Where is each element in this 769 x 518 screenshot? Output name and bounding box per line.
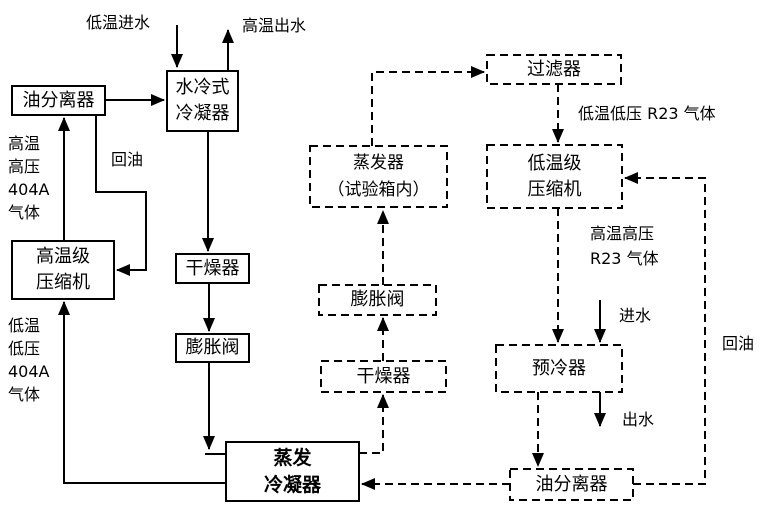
oil-separator-right-box [509, 468, 634, 501]
evaporator-to-filter-line [371, 66, 485, 146]
precooler-box [495, 344, 623, 393]
oil-return-left-line [95, 115, 147, 276]
oil-separator-left-box [11, 85, 106, 116]
evap-condenser-box [225, 441, 360, 502]
water-cooled-condenser-box [166, 70, 239, 132]
evaporator-box [309, 145, 448, 208]
filter-box [486, 54, 622, 85]
ht-compressor-box [11, 240, 115, 300]
lt-compressor-box [486, 144, 623, 209]
evapcond-to-htcomp-line [58, 301, 226, 484]
oil-return-right-line [624, 172, 706, 485]
dryer-dashed-box [320, 360, 447, 393]
expansion-valve-solid-box [175, 333, 250, 363]
expansion-valve-dashed-box [318, 284, 437, 316]
dryer-solid-box [175, 253, 250, 284]
evapcond-to-dryerdashed-line [359, 394, 389, 454]
